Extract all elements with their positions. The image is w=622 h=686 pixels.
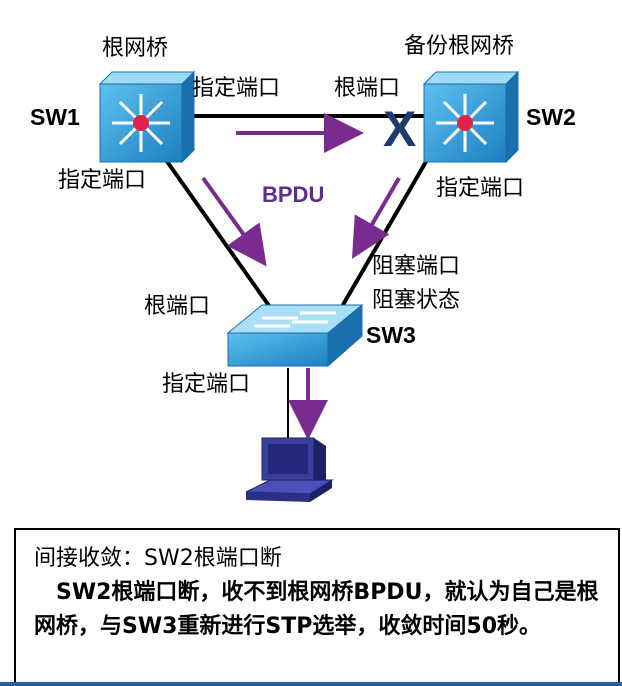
sw3-name-label: SW3 bbox=[366, 322, 416, 348]
sw2-role-label: 备份根网桥 bbox=[404, 34, 515, 59]
pc-icon bbox=[245, 437, 334, 502]
link-sw1-sw3 bbox=[164, 158, 274, 312]
stp-topology-diagram: 根网桥 备份根网桥 SW1 SW2 SW3 指定端口 根端口 指定端口 指定端口… bbox=[30, 34, 576, 502]
slide-bottom-bar bbox=[0, 682, 622, 686]
explanation-body: SW2根端口断，收不到根网桥BPDU，就认为自己是根网桥，与SW3重新进行STP… bbox=[34, 580, 599, 639]
sw3-blocked-port-label: 阻塞端口 bbox=[372, 254, 461, 279]
sw1-right-port-label: 指定端口 bbox=[192, 76, 281, 101]
explanation-heading: 间接收敛：SW2根端口断 bbox=[34, 546, 282, 571]
bpdu-label: BPDU bbox=[262, 182, 325, 207]
topology-svg bbox=[98, 70, 520, 502]
bpdu-arrow-sw1-sw3 bbox=[201, 176, 267, 267]
sw1-bottom-port-label: 指定端口 bbox=[58, 168, 147, 193]
bpdu-arrow-sw2-sw3 bbox=[351, 176, 401, 259]
sw2-name-label: SW2 bbox=[526, 104, 576, 130]
sw2-left-port-label: 根端口 bbox=[334, 76, 401, 101]
sw3-switch-icon bbox=[226, 303, 364, 368]
explanation-box: 间接收敛：SW2根端口断 SW2根端口断，收不到根网桥BPDU，就认为自己是根网… bbox=[14, 528, 620, 686]
sw3-blocked-state-label: 阻塞状态 bbox=[372, 288, 461, 313]
sw2-bottom-port-label: 指定端口 bbox=[436, 176, 525, 201]
sw1-name-label: SW1 bbox=[30, 104, 80, 130]
sw1-switch-icon bbox=[98, 70, 196, 164]
sw2-switch-icon bbox=[422, 70, 520, 164]
sw3-bottom-port-label: 指定端口 bbox=[162, 372, 251, 397]
sw3-left-port-label: 根端口 bbox=[144, 294, 211, 319]
link-failure-mark: X bbox=[383, 101, 417, 157]
sw1-role-label: 根网桥 bbox=[102, 36, 169, 61]
